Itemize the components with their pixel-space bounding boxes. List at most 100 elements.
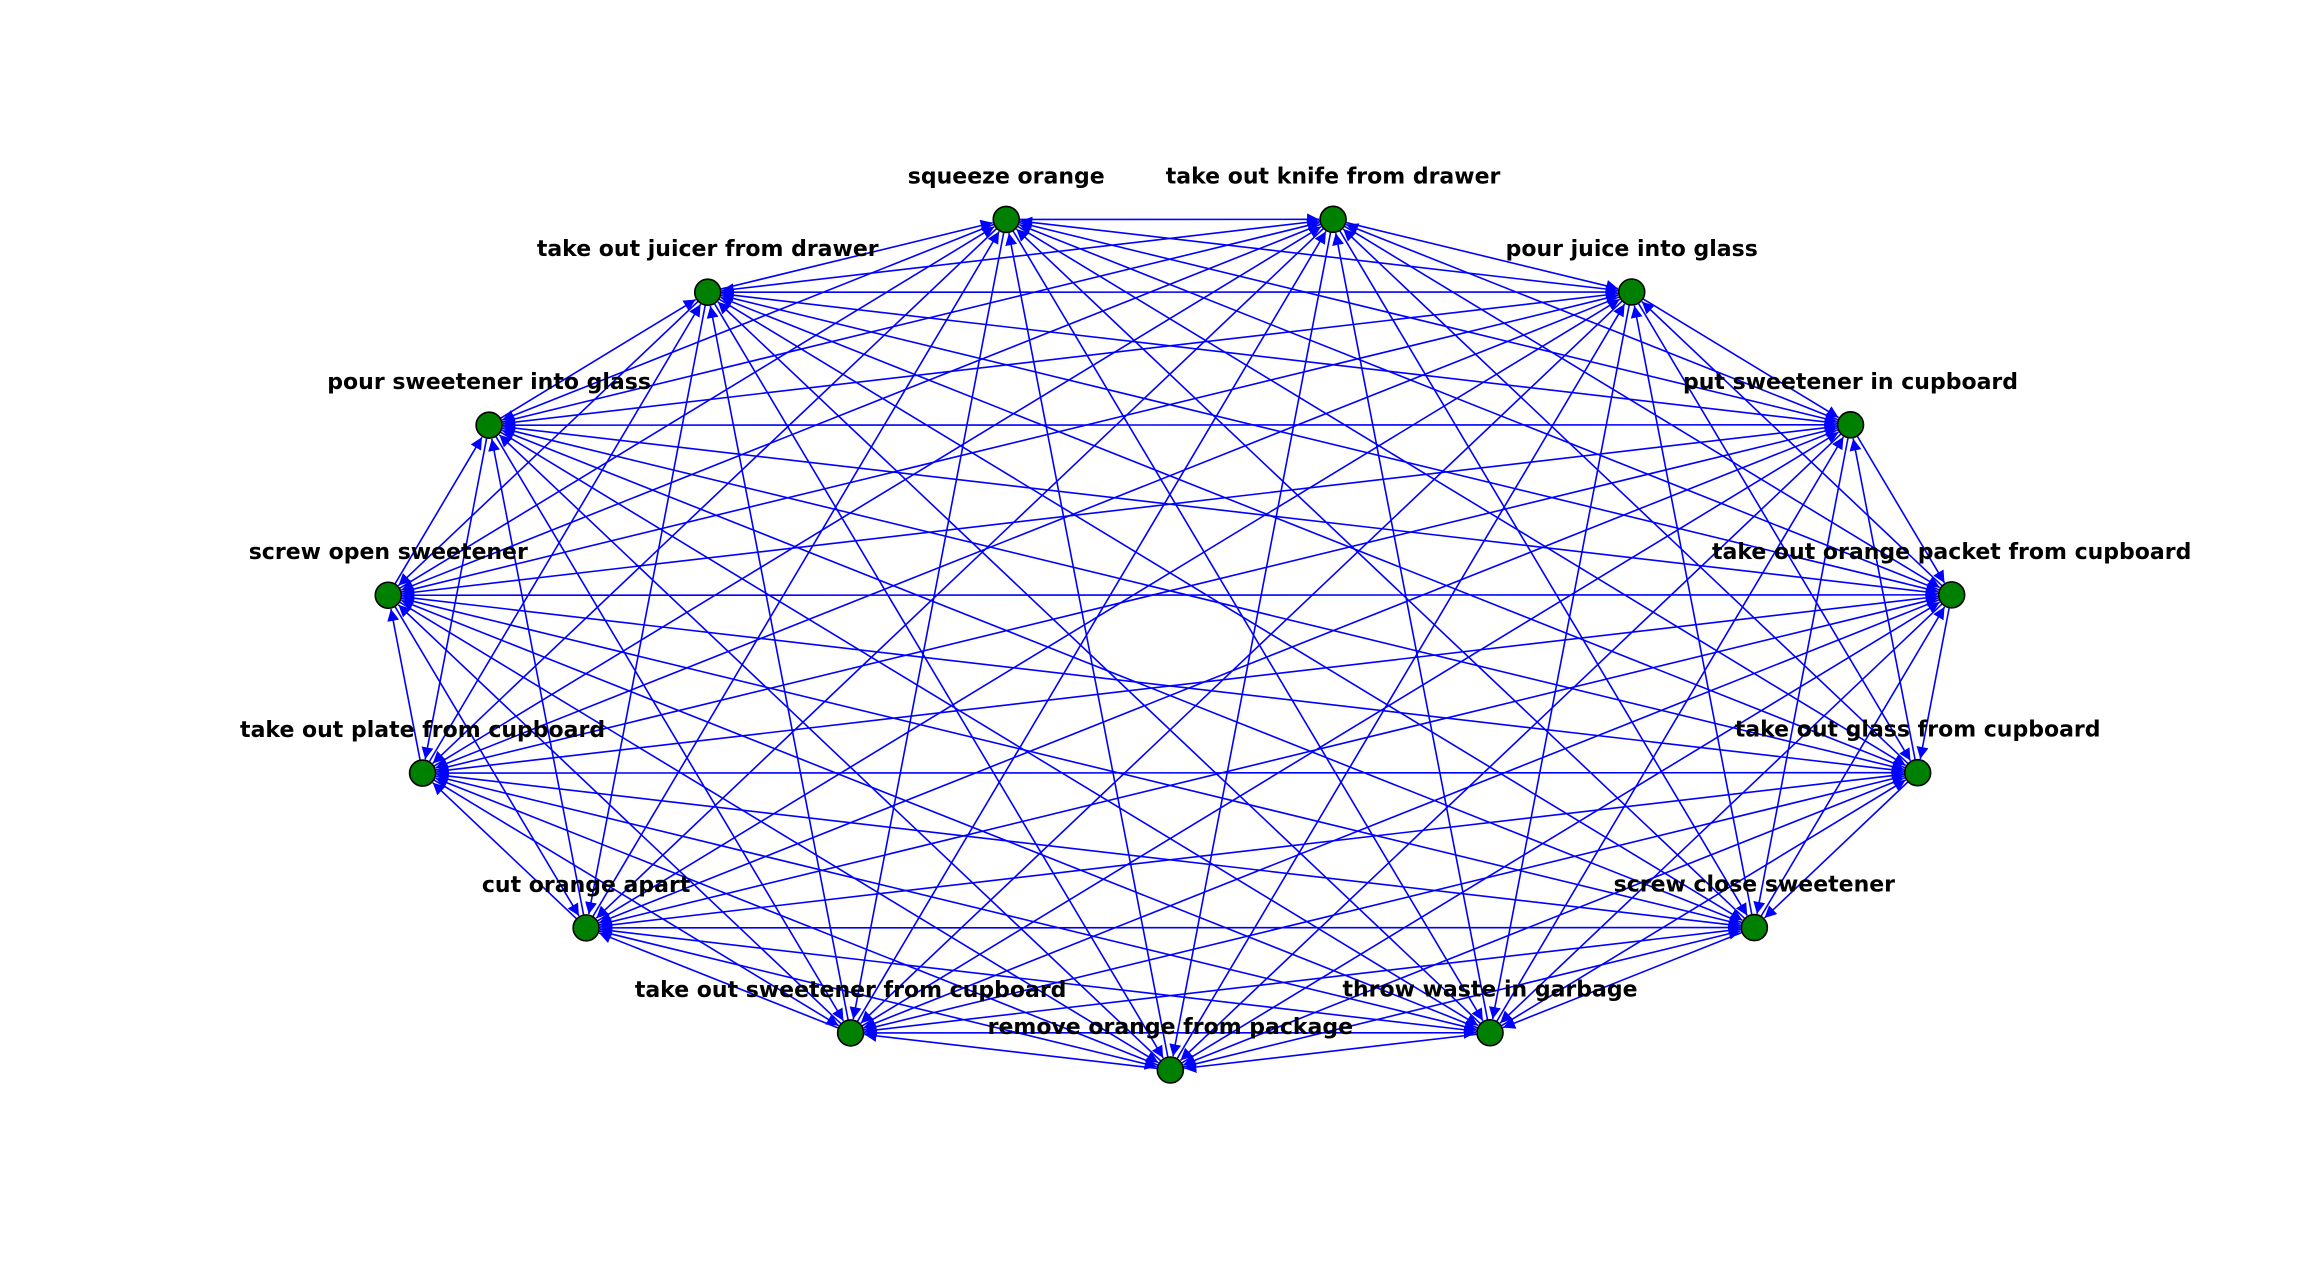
node-label-take-out-orange-packet-from-cupboard: take out orange packet from cupboard bbox=[1712, 540, 2191, 565]
edge-squeeze-orange-to-put-sweetener-in-cupboard bbox=[1018, 221, 1838, 425]
edge-put-sweetener-in-cupboard-to-take-out-juicer-from-drawer bbox=[721, 289, 1838, 425]
edge-put-sweetener-in-cupboard-to-screw-open-sweetener bbox=[402, 425, 1838, 599]
edge-put-sweetener-in-cupboard-to-remove-orange-from-package bbox=[1179, 433, 1842, 1061]
edge-pour-juice-into-glass-to-pour-sweetener-into-glass bbox=[502, 292, 1619, 429]
edge-take-out-sweetener-from-cupboard-to-screw-open-sweetener bbox=[397, 604, 842, 1025]
edge-throw-waste-in-garbage-to-screw-open-sweetener bbox=[400, 599, 1479, 1029]
edge-pour-juice-into-glass-to-take-out-plate-from-cupboard bbox=[435, 296, 1620, 770]
edge-pour-sweetener-into-glass-to-take-out-juicer-from-drawer bbox=[499, 298, 697, 420]
edge-throw-waste-in-garbage-to-put-sweetener-in-cupboard bbox=[1495, 436, 1845, 1022]
edge-take-out-plate-from-cupboard-to-throw-waste-in-garbage bbox=[435, 775, 1477, 1033]
node-take-out-sweetener-from-cupboard bbox=[836, 1019, 865, 1047]
edge-pour-sweetener-into-glass-to-take-out-knife-from-drawer bbox=[501, 219, 1320, 423]
edge-layer bbox=[387, 213, 1951, 1073]
edge-screw-close-sweetener-to-pour-juice-into-glass bbox=[1630, 305, 1753, 915]
edge-pour-juice-into-glass-to-squeeze-orange bbox=[1020, 216, 1619, 292]
node-take-out-glass-from-cupboard bbox=[1903, 758, 1932, 787]
edge-take-out-knife-from-drawer-to-take-out-orange-packet-from-cupboard bbox=[1343, 225, 1941, 589]
node-label-put-sweetener-in-cupboard: put sweetener in cupboard bbox=[1683, 370, 2018, 395]
edge-screw-close-sweetener-to-take-out-orange-packet-from-cupboard bbox=[1760, 606, 1946, 917]
edge-throw-waste-in-garbage-to-cut-orange-apart bbox=[599, 924, 1478, 1033]
edge-throw-waste-in-garbage-to-take-out-knife-from-drawer bbox=[1332, 232, 1489, 1021]
edge-take-out-juicer-from-drawer-to-take-out-orange-packet-from-cupboard bbox=[720, 294, 1939, 595]
node-screw-open-sweetener bbox=[374, 581, 403, 610]
node-label-take-out-juicer-from-drawer: take out juicer from drawer bbox=[537, 237, 879, 262]
node-label-screw-open-sweetener: screw open sweetener bbox=[249, 540, 528, 565]
edge-pour-juice-into-glass-to-take-out-glass-from-cupboard bbox=[1637, 302, 1912, 762]
edge-take-out-juicer-from-drawer-to-screw-open-sweetener bbox=[397, 300, 699, 587]
edge-take-out-knife-from-drawer-to-screw-close-sweetener bbox=[1339, 230, 1748, 916]
edge-squeeze-orange-to-take-out-sweetener-from-cupboard bbox=[849, 232, 1005, 1020]
edge-take-out-orange-packet-from-cupboard-to-take-out-sweetener-from-cupboard bbox=[863, 598, 1940, 1029]
edge-remove-orange-from-package-to-screw-close-sweetener bbox=[1182, 927, 1741, 1068]
edge-put-sweetener-in-cupboard-to-take-out-orange-packet-from-cupboard bbox=[1856, 435, 1946, 584]
node-label-take-out-glass-from-cupboard: take out glass from cupboard bbox=[1735, 718, 2101, 743]
edge-pour-juice-into-glass-to-take-out-sweetener-from-cupboard bbox=[860, 300, 1623, 1024]
edge-take-out-sweetener-from-cupboard-to-cut-orange-apart bbox=[598, 931, 839, 1029]
edge-remove-orange-from-package-to-take-out-orange-packet-from-cupboard bbox=[1181, 601, 1941, 1064]
edge-take-out-sweetener-from-cupboard-to-take-out-glass-from-cupboard bbox=[863, 773, 1905, 1031]
edge-take-out-glass-from-cupboard-to-put-sweetener-in-cupboard bbox=[1849, 438, 1916, 761]
edge-screw-close-sweetener-to-take-out-sweetener-from-cupboard bbox=[864, 928, 1742, 1036]
edge-screw-open-sweetener-to-pour-sweetener-into-glass bbox=[394, 436, 483, 585]
edge-cut-orange-apart-to-remove-orange-from-package bbox=[598, 930, 1157, 1070]
edge-take-out-knife-from-drawer-to-take-out-juicer-from-drawer bbox=[721, 220, 1321, 296]
node-label-pour-sweetener-into-glass: pour sweetener into glass bbox=[327, 370, 651, 395]
edge-squeeze-orange-to-take-out-glass-from-cupboard bbox=[1016, 225, 1907, 767]
node-label-take-out-plate-from-cupboard: take out plate from cupboard bbox=[240, 718, 605, 743]
edge-take-out-glass-from-cupboard-to-remove-orange-from-package bbox=[1183, 776, 1906, 1066]
edge-take-out-orange-packet-from-cupboard-to-take-out-glass-from-cupboard bbox=[1916, 607, 1951, 760]
edge-squeeze-orange-to-pour-sweetener-into-glass bbox=[501, 223, 995, 422]
node-squeeze-orange bbox=[992, 205, 1021, 234]
edge-screw-close-sweetener-to-pour-sweetener-into-glass bbox=[501, 429, 1743, 924]
edge-cut-orange-apart-to-take-out-plate-from-cupboard bbox=[432, 782, 578, 920]
node-pour-sweetener-into-glass bbox=[475, 411, 503, 439]
edge-screw-open-sweetener-to-remove-orange-from-package bbox=[398, 601, 1159, 1064]
node-label-take-out-sweetener-from-cupboard: take out sweetener from cupboard bbox=[635, 978, 1067, 1003]
edge-throw-waste-in-garbage-to-take-out-glass-from-cupboard bbox=[1500, 779, 1907, 1027]
edge-pour-sweetener-into-glass-to-throw-waste-in-garbage bbox=[499, 431, 1479, 1027]
edge-pour-juice-into-glass-to-put-sweetener-in-cupboard bbox=[1642, 298, 1839, 419]
node-label-screw-close-sweetener: screw close sweetener bbox=[1614, 873, 1896, 898]
edge-take-out-knife-from-drawer-to-screw-open-sweetener bbox=[400, 223, 1322, 592]
edge-take-out-orange-packet-from-cupboard-to-throw-waste-in-garbage bbox=[1499, 603, 1943, 1024]
node-pour-juice-into-glass bbox=[1617, 278, 1646, 306]
edge-cut-orange-apart-to-pour-juice-into-glass bbox=[596, 298, 1621, 922]
edge-take-out-sweetener-from-cupboard-to-take-out-juicer-from-drawer bbox=[706, 305, 849, 1021]
edge-cut-orange-apart-to-squeeze-orange bbox=[592, 231, 1000, 918]
edge-pour-sweetener-into-glass-to-take-out-glass-from-cupboard bbox=[501, 427, 1905, 773]
edge-screw-open-sweetener-to-squeeze-orange bbox=[398, 226, 995, 590]
edge-squeeze-orange-to-take-out-plate-from-cupboard bbox=[432, 227, 998, 765]
edge-take-out-plate-from-cupboard-to-take-out-knife-from-drawer bbox=[433, 225, 1322, 767]
node-put-sweetener-in-cupboard bbox=[1836, 411, 1865, 439]
node-label-pour-juice-into-glass: pour juice into glass bbox=[1506, 237, 1758, 262]
edge-take-out-orange-packet-from-cupboard-to-pour-juice-into-glass bbox=[1641, 301, 1943, 587]
edge-take-out-plate-from-cupboard-to-screw-open-sweetener bbox=[387, 608, 421, 761]
edge-take-out-orange-packet-from-cupboard-to-take-out-plate-from-cupboard bbox=[436, 595, 1939, 777]
edge-take-out-knife-from-drawer-to-pour-juice-into-glass bbox=[1345, 221, 1619, 292]
node-label-remove-orange-from-package: remove orange from package bbox=[988, 1015, 1353, 1040]
edge-throw-waste-in-garbage-to-take-out-juicer-from-drawer bbox=[717, 301, 1482, 1025]
node-screw-close-sweetener bbox=[1740, 913, 1769, 942]
edge-take-out-plate-from-cupboard-to-put-sweetener-in-cupboard bbox=[435, 425, 1838, 771]
edge-remove-orange-from-package-to-take-out-sweetener-from-cupboard bbox=[864, 1029, 1158, 1070]
edge-take-out-orange-packet-from-cupboard-to-squeeze-orange bbox=[1018, 223, 1940, 591]
node-label-throw-waste-in-garbage: throw waste in garbage bbox=[1342, 978, 1637, 1003]
edge-squeeze-orange-to-throw-waste-in-garbage bbox=[1012, 230, 1484, 1022]
edge-screw-open-sweetener-to-cut-orange-apart bbox=[394, 606, 580, 917]
edge-take-out-knife-from-drawer-to-remove-orange-from-package bbox=[1169, 231, 1332, 1057]
edge-take-out-glass-from-cupboard-to-take-out-knife-from-drawer bbox=[1342, 228, 1909, 765]
edge-take-out-juicer-from-drawer-to-screw-close-sweetener bbox=[718, 298, 1743, 922]
edge-take-out-glass-from-cupboard-to-screw-open-sweetener bbox=[402, 592, 1905, 772]
edge-throw-waste-in-garbage-to-remove-orange-from-package bbox=[1184, 1033, 1478, 1073]
edge-take-out-juicer-from-drawer-to-remove-orange-from-package bbox=[713, 302, 1164, 1059]
node-label-take-out-knife-from-drawer: take out knife from drawer bbox=[1166, 164, 1501, 189]
edge-remove-orange-from-package-to-pour-sweetener-into-glass bbox=[498, 434, 1162, 1062]
edge-put-sweetener-in-cupboard-to-take-out-knife-from-drawer bbox=[1345, 223, 1839, 421]
edge-take-out-glass-from-cupboard-to-screw-close-sweetener bbox=[1763, 781, 1909, 919]
node-take-out-juicer-from-drawer bbox=[693, 278, 722, 307]
edge-take-out-glass-from-cupboard-to-take-out-juicer-from-drawer bbox=[720, 296, 1906, 769]
node-take-out-knife-from-drawer bbox=[1319, 205, 1347, 234]
edge-take-out-orange-packet-from-cupboard-to-pour-sweetener-into-glass bbox=[502, 422, 1939, 595]
